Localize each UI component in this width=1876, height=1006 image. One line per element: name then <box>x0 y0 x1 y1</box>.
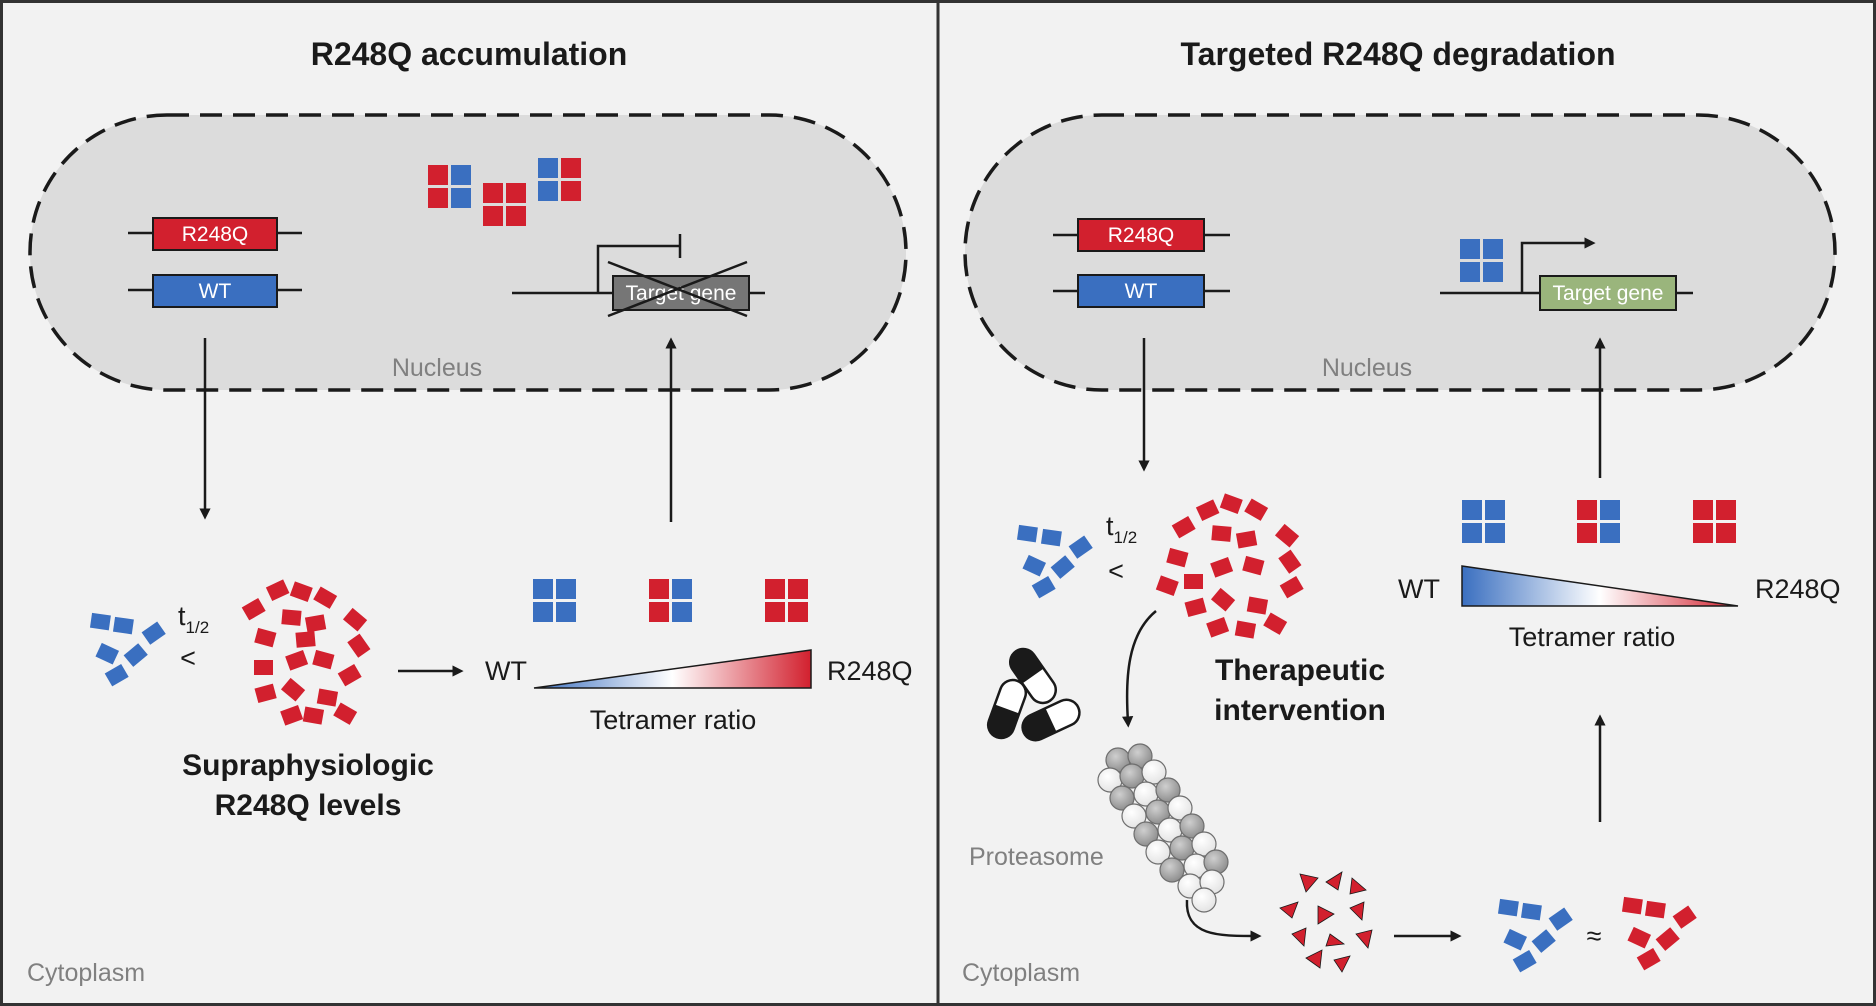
left-nucleus-label: Nucleus <box>392 354 482 382</box>
proteasome-label: Proteasome <box>969 843 1104 871</box>
left-title: R248Q accumulation <box>311 36 628 72</box>
tetramer-mixed-2 <box>538 158 581 201</box>
right-ratio-label: Tetramer ratio <box>1509 622 1676 652</box>
right-active-promoter <box>1520 237 1596 293</box>
right-mutant-gene-box <box>1077 218 1205 252</box>
right-wt-monomers <box>1016 524 1093 599</box>
left-wt-gene-box <box>152 274 278 308</box>
tetramer-half <box>649 579 692 622</box>
proteasome-icon <box>1097 743 1229 913</box>
right-cytoplasm-label: Cytoplasm <box>962 959 1080 987</box>
left-cross-line-2 <box>607 260 748 318</box>
right-wt-gene-label: WT <box>1125 280 1158 303</box>
left-blocked-promoter <box>596 244 680 293</box>
degraded-fragments <box>1279 871 1373 973</box>
right-wt-gene-box <box>1077 274 1205 308</box>
right-ratio-gradient-wedge <box>1461 565 1739 607</box>
right-intervention-line2: intervention <box>1214 694 1386 727</box>
tetramer-mutant-full <box>765 579 808 622</box>
left-nucleus <box>28 113 908 392</box>
left-ratio-label: Tetramer ratio <box>590 705 757 735</box>
panel-right: Targeted R248Q degradation Nucleus R248Q… <box>962 36 1841 987</box>
left-wt-monomers <box>89 612 166 687</box>
panel-left: R248Q accumulation Nucleus R248Q WT <box>27 36 913 987</box>
left-less-than: < <box>180 643 196 673</box>
pill-icon-2 <box>986 678 1028 740</box>
right-approx-symbol: ≈ <box>1587 921 1602 951</box>
left-ratio-mutant: R248Q <box>827 656 913 686</box>
right-balanced-wt-monomers <box>1497 898 1573 973</box>
right-bound-tetramer <box>1460 239 1503 282</box>
right-nucleus-label: Nucleus <box>1322 354 1412 382</box>
tetramer-wt <box>533 579 576 622</box>
right-balanced-mutant-monomers <box>1621 896 1697 971</box>
tetramer-half <box>1577 500 1620 543</box>
left-mutant-monomer-cluster <box>241 579 371 726</box>
left-ratio-gradient-wedge <box>533 649 812 689</box>
right-ratio-tetramers <box>1462 500 1736 543</box>
tetramer-mutant <box>483 183 526 226</box>
tetramer-wt <box>1462 500 1505 543</box>
right-title: Targeted R248Q degradation <box>1180 36 1615 72</box>
right-less-than: < <box>1108 556 1124 586</box>
right-intervention-line1: Therapeutic <box>1215 654 1385 687</box>
left-caption-line1: Supraphysiologic <box>182 749 434 782</box>
right-ratio-mutant: R248Q <box>1755 574 1841 604</box>
tetramer-mutant-full <box>1693 500 1736 543</box>
tetramer-mixed <box>428 165 471 208</box>
left-mutant-gene-label: R248Q <box>182 223 249 246</box>
right-target-gene-label: Target gene <box>1553 282 1664 305</box>
right-ratio-wt: WT <box>1398 574 1440 604</box>
right-half-life: t1/2 <box>1106 511 1137 547</box>
right-target-gene-box <box>1539 275 1677 311</box>
right-nucleus <box>963 113 1837 392</box>
right-arrow-curve-proteasome <box>1185 899 1262 942</box>
left-mutant-gene-box <box>152 217 278 251</box>
left-half-life: t1/2 <box>178 601 209 637</box>
left-ratio-tetramers <box>533 579 808 622</box>
right-arrow-curve-intervention <box>1122 610 1157 728</box>
left-ratio-wt: WT <box>485 656 527 686</box>
left-caption-line2: R248Q levels <box>215 789 402 822</box>
right-mutant-gene-label: R248Q <box>1108 224 1175 247</box>
left-nucleus-tetramers <box>428 158 581 226</box>
left-cytoplasm-label: Cytoplasm <box>27 959 145 987</box>
pill-icon-3 <box>1021 698 1081 742</box>
right-mutant-monomer-cluster <box>1155 493 1304 639</box>
left-wt-gene-label: WT <box>199 280 232 303</box>
